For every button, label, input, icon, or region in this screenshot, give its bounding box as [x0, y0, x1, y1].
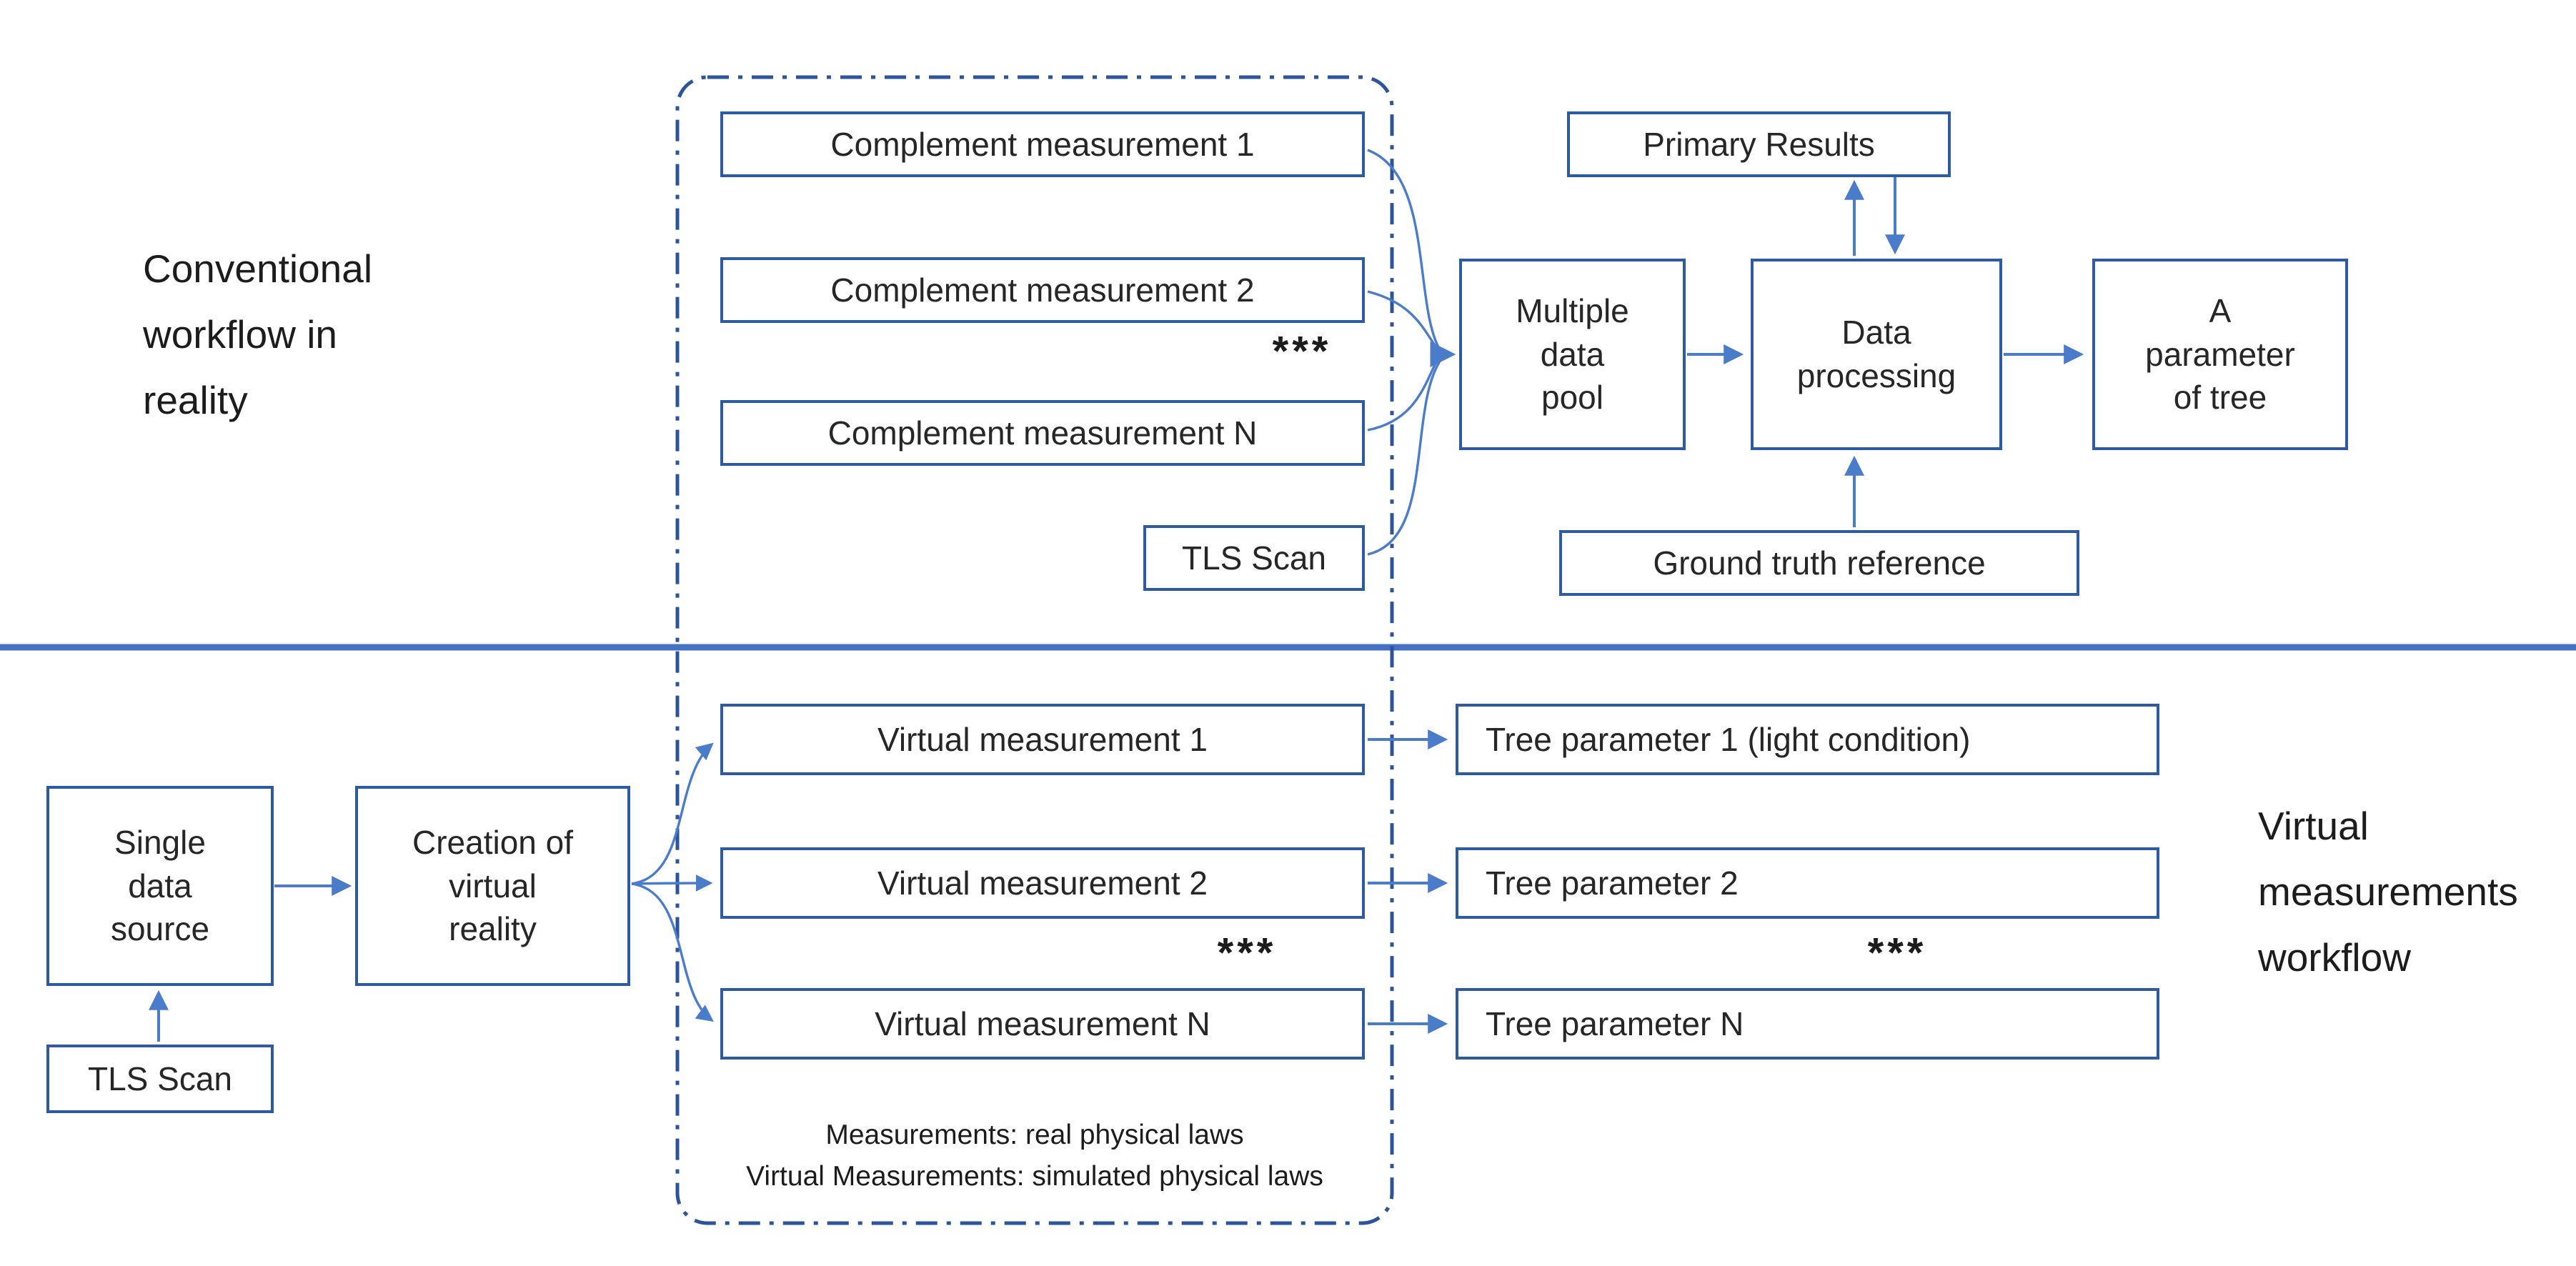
label-line: measurements: [2258, 869, 2518, 914]
node-param: A parameter of tree: [2092, 259, 2348, 450]
footnote-line: Measurements: real physical laws: [825, 1120, 1244, 1150]
node-vmN: Virtual measurement N: [720, 988, 1365, 1060]
node-comp2: Complement measurement 2: [720, 257, 1365, 323]
label-line: workflow: [2258, 935, 2411, 980]
footnote-line: Virtual Measurements: simulated physical…: [746, 1161, 1323, 1192]
node-ground: Ground truth reference: [1559, 530, 2079, 596]
label-virtual-workflow: Virtual measurements workflow: [2258, 793, 2518, 990]
node-tp2: Tree parameter 2: [1456, 847, 2159, 919]
dashed-container-footnote: Measurements: real physical laws Virtual…: [677, 1115, 1392, 1197]
node-comp1: Complement measurement 1: [720, 111, 1365, 177]
ellipsis-top: ***: [1272, 328, 1332, 375]
node-creation: Creation of virtual reality: [355, 786, 630, 986]
node-tls-bottom: TLS Scan: [46, 1045, 274, 1113]
measurement-group-dashed-border: [675, 75, 1394, 1225]
node-compN: Complement measurement N: [720, 400, 1365, 466]
node-single: Single data source: [46, 786, 274, 986]
ellipsis-bottom-left: ***: [1217, 929, 1277, 977]
arrow-creation-to-vm2: [631, 874, 713, 892]
label-line: Virtual: [2258, 804, 2369, 848]
node-tpN: Tree parameter N: [1456, 988, 2159, 1060]
label-conventional-workflow: Conventional workflow in reality: [143, 236, 372, 433]
label-line: reality: [143, 378, 248, 422]
curve-creation-to-vmN: [631, 882, 714, 1022]
node-vm1: Virtual measurement 1: [720, 704, 1365, 775]
node-vm2: Virtual measurement 2: [720, 847, 1365, 919]
node-primary: Primary Results: [1567, 111, 1951, 177]
curve-comp1-to-pool: [1367, 149, 1441, 349]
node-tls-top: TLS Scan: [1143, 525, 1365, 591]
curve-creation-to-vm1: [631, 742, 714, 885]
curve-comp2-to-pool: [1367, 290, 1441, 353]
node-tp1: Tree parameter 1 (light condition): [1456, 704, 2159, 775]
node-pool: Multiple data pool: [1459, 259, 1686, 450]
label-line: workflow in: [143, 312, 338, 357]
ellipsis-bottom-right: ***: [1867, 929, 1927, 977]
curve-tls-to-pool: [1367, 359, 1442, 556]
node-processing: Data processing: [1751, 259, 2002, 450]
label-line: Conventional: [143, 246, 373, 291]
